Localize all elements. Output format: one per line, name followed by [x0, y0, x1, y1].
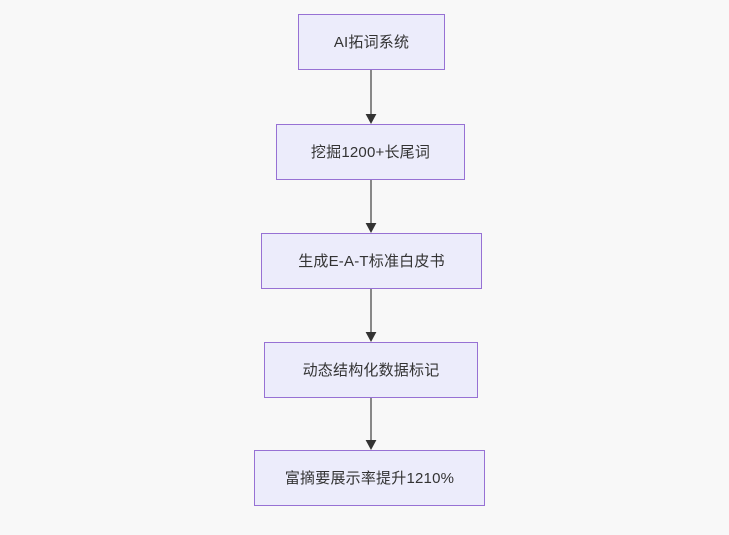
flow-node-5-label: 富摘要展示率提升1210%: [284, 469, 455, 487]
arrow-down-icon: [365, 289, 377, 342]
flow-connector-2-3: [359, 180, 383, 233]
arrow-down-icon: [365, 70, 377, 124]
flow-connector-3-4: [359, 289, 383, 342]
flow-node-1-label: AI拓词系统: [333, 33, 410, 51]
flow-node-4[interactable]: 动态结构化数据标记: [264, 342, 478, 398]
flow-node-3-label: 生成E-A-T标准白皮书: [298, 252, 445, 270]
flow-node-1[interactable]: AI拓词系统: [298, 14, 445, 70]
flow-connector-1-2: [359, 70, 383, 124]
flow-node-4-label: 动态结构化数据标记: [302, 361, 440, 379]
flow-node-2-label: 挖掘1200+长尾词: [310, 143, 431, 161]
flow-node-2[interactable]: 挖掘1200+长尾词: [276, 124, 465, 180]
flow-node-3[interactable]: 生成E-A-T标准白皮书: [261, 233, 482, 289]
arrow-down-icon: [365, 180, 377, 233]
flow-node-5[interactable]: 富摘要展示率提升1210%: [254, 450, 485, 506]
flow-connector-4-5: [359, 398, 383, 450]
arrow-down-icon: [365, 398, 377, 450]
